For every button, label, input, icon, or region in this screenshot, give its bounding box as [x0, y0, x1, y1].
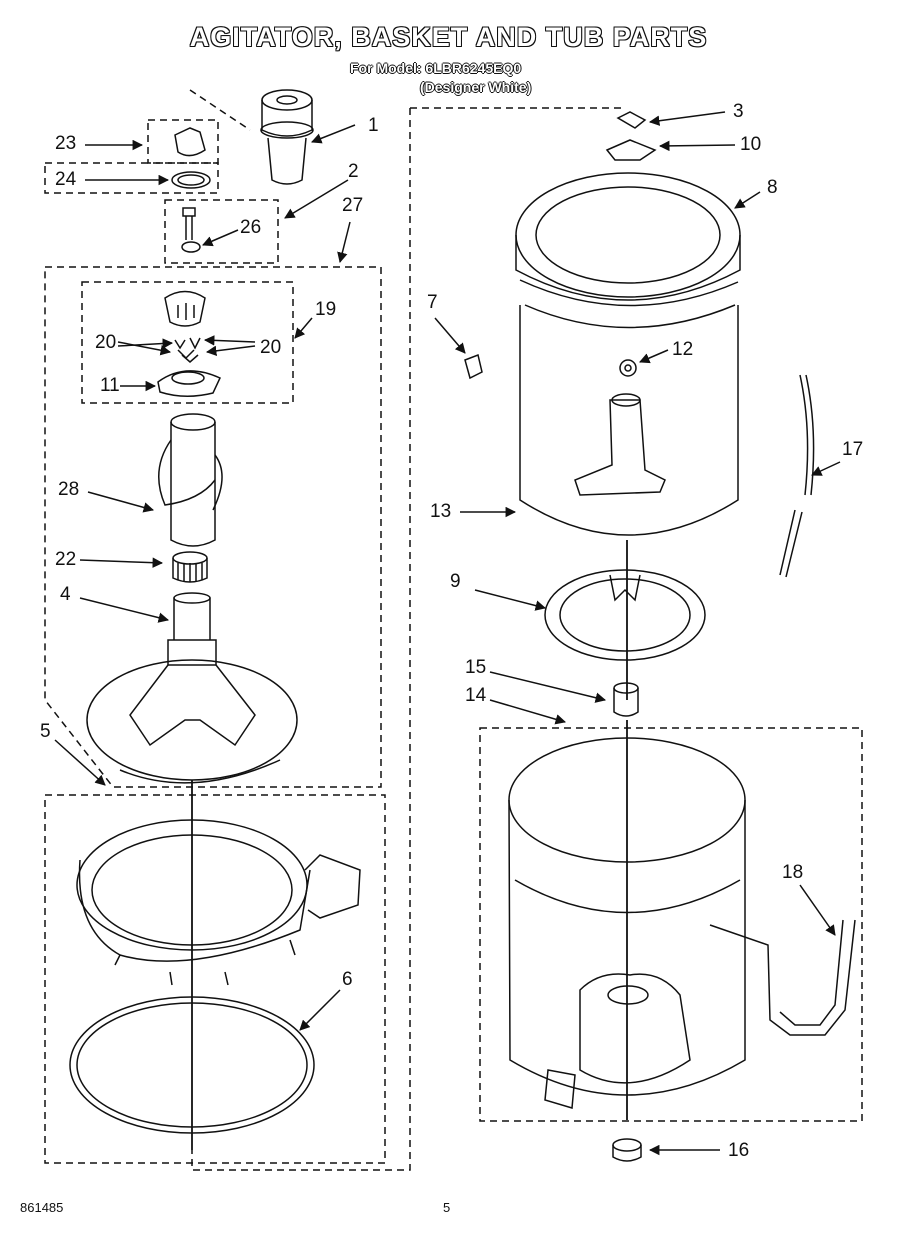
- box-26: [164, 199, 279, 264]
- part-4-agitator-base: [86, 592, 298, 784]
- page-title: AGITATOR, BASKET AND TUB PARTS: [189, 22, 708, 52]
- part-17-hose: [779, 374, 815, 578]
- part-3-10: [605, 111, 657, 161]
- callout-26: 26: [240, 217, 262, 238]
- callout-22: 22: [55, 549, 77, 570]
- callout-28: 28: [58, 479, 80, 500]
- callout-8: 8: [767, 177, 778, 198]
- part-12-nut: [619, 359, 637, 377]
- callout-11: 11: [100, 375, 120, 396]
- axis-lines: [191, 540, 628, 1150]
- part-23-24: [171, 127, 211, 189]
- doc-number: 861485: [20, 1200, 64, 1215]
- part-8-ring: [515, 172, 741, 307]
- callout-3: 3: [733, 101, 744, 122]
- leader-23-1: [189, 89, 251, 131]
- part-15-coupling: [613, 682, 639, 717]
- callout-24: 24: [55, 169, 77, 190]
- box-5: [44, 794, 386, 1164]
- group-boxes: [44, 89, 863, 1171]
- callout-1: 1: [368, 115, 379, 136]
- callout-19: 19: [315, 299, 337, 320]
- part-14-tub: [508, 737, 746, 1109]
- part-16-plug: [612, 1138, 642, 1162]
- callout-16: 16: [728, 1140, 750, 1161]
- box-27: [44, 266, 382, 788]
- callout-18: 18: [782, 862, 804, 883]
- callout-27: 27: [342, 195, 364, 216]
- callout-5: 5: [40, 721, 51, 742]
- model-line: For Model: 6LBR6245EQ0: [350, 60, 522, 76]
- callout-13: 13: [430, 501, 452, 522]
- part-5-housing: [76, 819, 361, 986]
- leader-arrows: [54, 111, 841, 1156]
- assembly-line-left: [191, 108, 411, 1171]
- part-28-auger: [158, 413, 223, 547]
- part-19-group: [157, 290, 221, 397]
- part-9-brake: [544, 569, 706, 661]
- box-24: [44, 162, 219, 194]
- part-22: [172, 551, 208, 583]
- callout-12: 12: [672, 339, 694, 360]
- part-18-hose: [709, 919, 856, 1036]
- box-14: [479, 727, 863, 1122]
- callout-20-right: 20: [260, 337, 282, 358]
- callout-2: 2: [348, 161, 359, 182]
- part-26-bolt: [181, 207, 201, 253]
- callout-7: 7: [427, 292, 438, 313]
- callout-10: 10: [740, 134, 762, 155]
- part-agitator-cap: [260, 89, 314, 185]
- callout-15: 15: [465, 657, 487, 678]
- color-line: (Designer White): [420, 79, 532, 95]
- callout-23: 23: [55, 133, 77, 154]
- page-number: 5: [443, 1200, 451, 1215]
- callout-6: 6: [342, 969, 353, 990]
- part-6-ring: [69, 996, 315, 1134]
- callout-20-left: 20: [95, 332, 117, 353]
- callout-4: 4: [60, 584, 71, 605]
- callout-17: 17: [842, 439, 864, 460]
- box-23: [147, 119, 219, 164]
- part-7-clip: [464, 353, 483, 380]
- callout-14: 14: [465, 685, 487, 706]
- callout-9: 9: [450, 571, 461, 592]
- part-13-basket: [519, 304, 739, 536]
